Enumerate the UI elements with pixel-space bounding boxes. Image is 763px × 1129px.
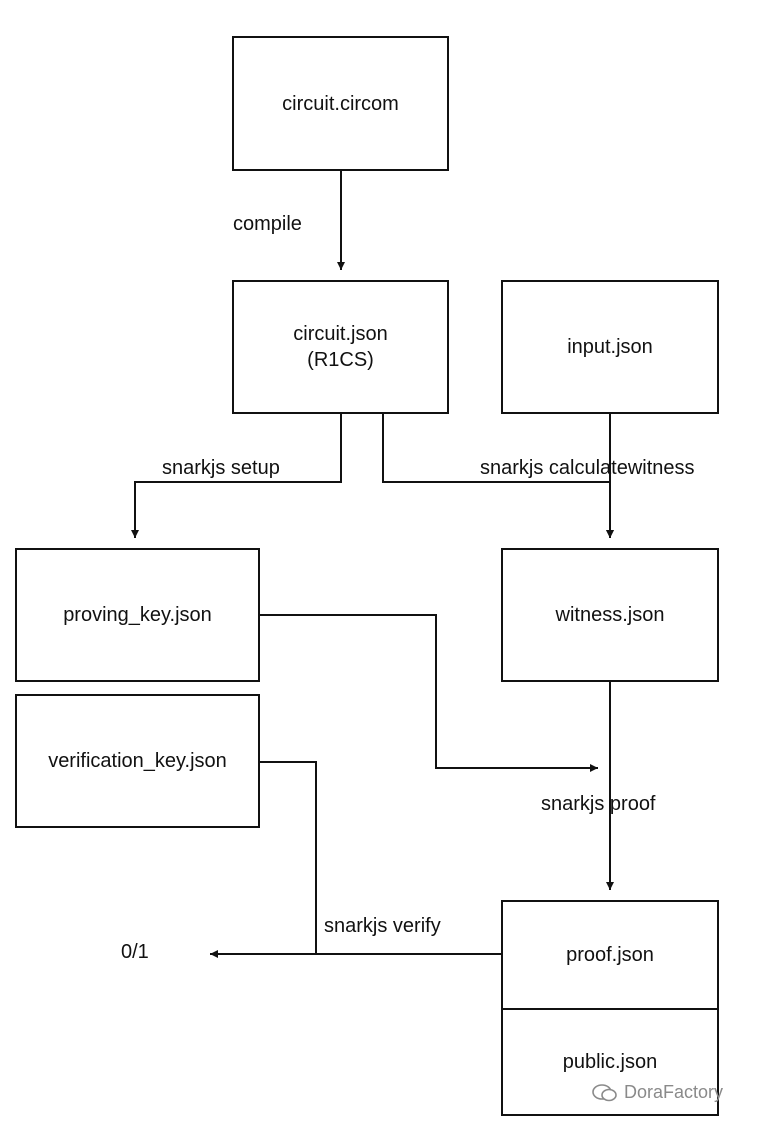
node-proof-json: proof.json [501, 900, 719, 1010]
watermark: DoraFactory [592, 1082, 723, 1103]
label-setup: snarkjs setup [162, 457, 280, 479]
wechat-icon [592, 1083, 617, 1101]
node-input-json: input.json [501, 280, 719, 414]
node-verification-key: verification_key.json [15, 694, 260, 828]
node-witness-json: witness.json [501, 548, 719, 682]
label-proof: snarkjs proof [541, 793, 656, 815]
result-output: 0/1 [121, 941, 149, 963]
edge-setup [131, 413, 342, 538]
watermark-text: DoraFactory [624, 1082, 724, 1102]
edge-provingkey-to-proof [259, 614, 598, 772]
node-circuit-circom: circuit.circom [232, 36, 449, 171]
node-circuit-json: circuit.json (R1CS) [232, 280, 449, 414]
label-calculatewitness: snarkjs calculatewitness [480, 457, 695, 479]
label-verify: snarkjs verify [324, 915, 441, 937]
label-compile: compile [233, 213, 302, 235]
node-proving-key: proving_key.json [15, 548, 260, 682]
edge-verificationkey [259, 761, 317, 954]
